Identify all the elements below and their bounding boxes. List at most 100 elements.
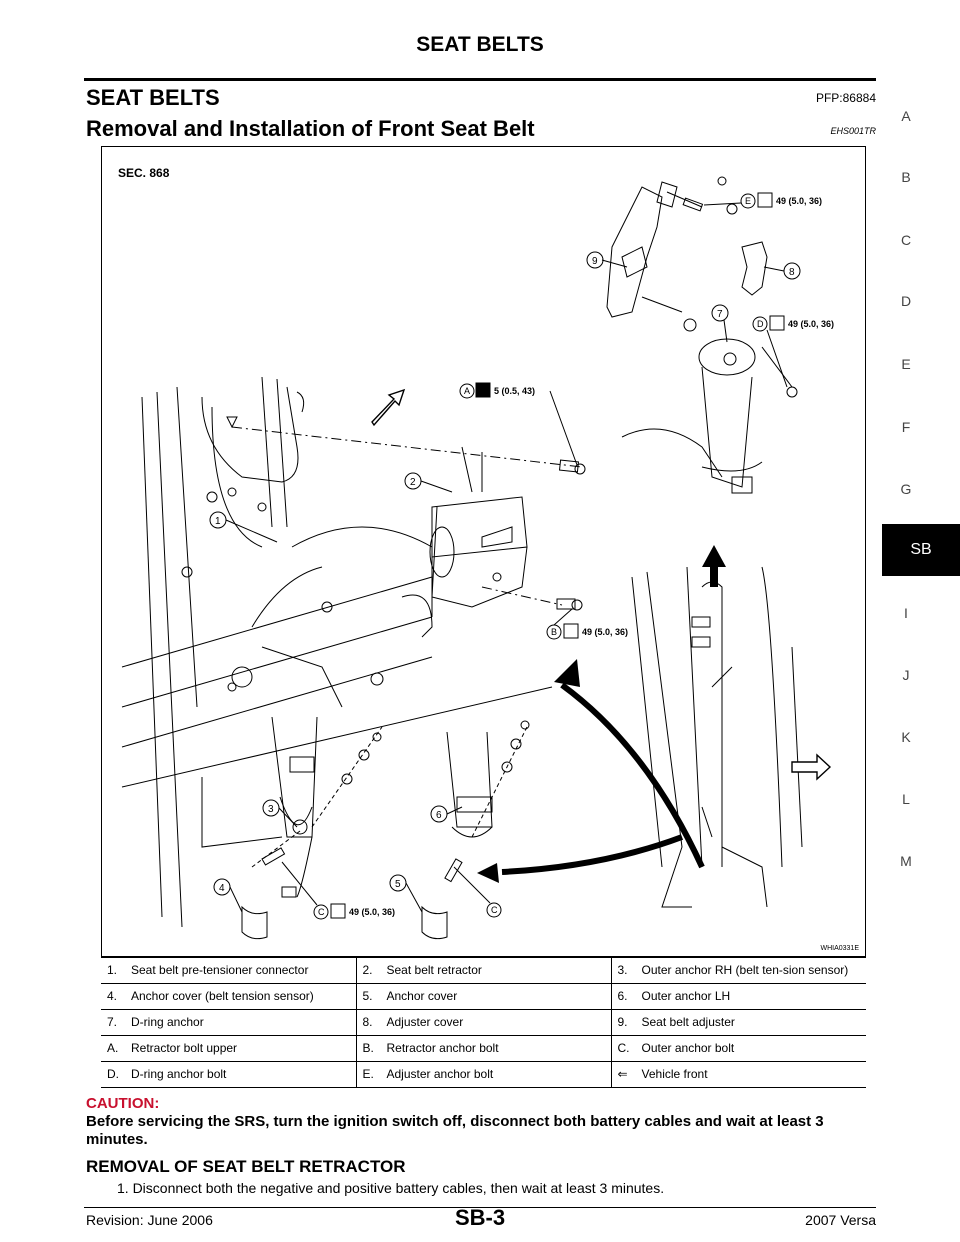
legend-row: D. D-ring anchor bolt E.Adjuster anchor bo… (101, 1061, 866, 1088)
side-index-letter[interactable]: J (902, 667, 910, 683)
side-index-letter[interactable]: D (900, 293, 912, 309)
legend-cell: E.Adjuster anchor bolt (355, 1061, 611, 1088)
seat-belt-adjuster-drawing (606, 176, 738, 332)
outer-anchor-lh-drawing (421, 720, 530, 940)
legend-cell: 1.Seat belt pre-tensioner connector (101, 957, 356, 984)
legend-cell: C.Outer anchor bolt (610, 1035, 866, 1062)
side-index-letter[interactable]: B (901, 169, 911, 185)
side-index-letter[interactable]: E (901, 356, 911, 372)
torque-spec: 5 (0.5, 43) (494, 386, 535, 396)
legend-cell: 5. Anchor cover (355, 983, 611, 1010)
side-index-letter[interactable]: C (900, 232, 912, 248)
procedure-title: REMOVAL OF SEAT BELT RETRACTOR (86, 1157, 406, 1176)
callout-letter: B (551, 627, 557, 637)
figure-image-code: WHIA0331E (820, 945, 859, 952)
adjuster-cover-drawing (741, 241, 768, 296)
legend-item-key: B. (362, 1041, 374, 1055)
legend-item-text: Retractor bolt upper (131, 1041, 238, 1055)
sec-label: SEC. 868 (118, 166, 170, 180)
legend-cell: 7. D-ring anchor (101, 1009, 356, 1036)
subsection-title: Removal and Installation of Front Seat B… (86, 116, 535, 141)
callout-letter: E (745, 196, 751, 206)
footer-model: 2007 Versa (805, 1212, 876, 1228)
d-ring-anchor-drawing (621, 338, 798, 494)
bolt-b-drawing (556, 598, 583, 611)
legend-row: 4.Anchor cover (belt tension sensor)5.An… (101, 983, 866, 1010)
side-index-letter[interactable]: G (900, 481, 912, 497)
legend-item-text: Seat belt adjuster (641, 1015, 735, 1029)
pointer-arrow (560, 682, 705, 869)
bolt-a-drawing (558, 459, 586, 475)
section-code: PFP:86884 (815, 91, 876, 105)
legend-cell: 9. Seat belt adjuster (610, 1009, 866, 1036)
side-index-letter[interactable]: M (900, 853, 912, 869)
legend-item-text: Adjuster anchor bolt (386, 1067, 494, 1081)
legend-item-key: 9. (617, 1015, 628, 1029)
side-index-letter[interactable]: L (902, 791, 910, 807)
side-index-active-tab[interactable]: SB (882, 524, 960, 576)
legend-item-text: Retractor anchor bolt (386, 1041, 499, 1055)
subsection-code: EHS001TR (830, 126, 876, 136)
legend-item-key: 2. (362, 963, 373, 977)
seat-belt-retractor-drawing (429, 446, 528, 608)
legend-row: 1.Seat belt pre-tensioner connector 2. Sea… (101, 957, 866, 984)
legend-item-key: 5. (362, 989, 373, 1003)
vehicle-front-arrow-icon (791, 753, 832, 781)
callout-number: 7 (717, 309, 723, 320)
side-index-letter[interactable]: F (901, 419, 911, 435)
legend-item-key: C. (617, 1041, 630, 1055)
legend-item-key: 7. (107, 1015, 118, 1029)
side-index-letter[interactable]: I (904, 605, 908, 621)
legend-item-text: Outer anchor LH (641, 989, 731, 1003)
legend-item-text: D-ring anchor bolt (131, 1067, 227, 1081)
legend-item-key: A. (107, 1041, 119, 1055)
callout-number: 5 (395, 879, 401, 890)
legend-cell: D. D-ring anchor bolt (101, 1061, 356, 1088)
procedure-step: 1. Disconnect both the negative and posi… (117, 1180, 665, 1196)
outer-anchor-rh-drawing (241, 716, 383, 940)
callout-letter: A (464, 386, 470, 396)
legend-item-key: 1. (107, 963, 118, 977)
legend-item-text: Seat belt retractor (386, 963, 482, 977)
footer-rule (84, 1207, 876, 1208)
legend-cell: A. Retractor bolt upper (101, 1035, 356, 1062)
side-index-letter[interactable]: K (901, 729, 911, 745)
legend-cell: 8. Adjuster cover (355, 1009, 611, 1036)
legend-item-text: Adjuster cover (386, 1015, 464, 1029)
callout-number: 2 (410, 477, 416, 488)
torque-spec: 49 (5.0, 36) (788, 319, 834, 329)
page-number: SB-3 (454, 1205, 506, 1230)
legend-item-text: Anchor cover (386, 989, 458, 1003)
pointer-arrow (501, 834, 684, 875)
torque-spec: 49 (5.0, 36) (582, 627, 628, 637)
parts-legend-table: 1.Seat belt pre-tensioner connector 2. Sea… (101, 957, 866, 1088)
legend-item-text: Outer anchor RH (belt ten-sion sensor) (641, 963, 849, 977)
diagram-drawing: SEC. 868 (118, 166, 834, 940)
callout-letter: D (757, 319, 764, 329)
section-title: SEAT BELTS (86, 85, 220, 110)
caution-label: CAUTION: (86, 1095, 160, 1112)
legend-item-key: 8. (362, 1015, 373, 1029)
callout-number: 4 (219, 883, 225, 894)
header-rule (84, 78, 876, 81)
legend-row: 7. D-ring anchor 8. Adjuster cover 9. Seat b… (101, 1009, 866, 1036)
callout-number: 6 (436, 810, 442, 821)
anchor-cover-drawing (421, 905, 448, 940)
body-pillar-drawing (121, 376, 553, 928)
caution-text: Before servicing the SRS, turn the ignit… (86, 1113, 824, 1148)
legend-row: A. Retractor bolt upper B. Retractor anchor… (101, 1035, 866, 1062)
anchor-cover-drawing (241, 905, 268, 940)
legend-item-key: ⇐ (617, 1067, 628, 1081)
callout-number: 8 (789, 267, 795, 278)
callout-number: 1 (215, 516, 221, 527)
callout-number: 3 (268, 804, 274, 815)
legend-cell: 2. Seat belt retractor (355, 957, 611, 984)
legend-item-key: D. (107, 1067, 119, 1081)
running-header-title: SEAT BELTS (416, 33, 544, 56)
legend-cell: 3.Outer anchor RH (belt ten-sion sensor) (610, 957, 866, 984)
legend-item-text: Vehicle front (641, 1067, 708, 1081)
callout-letter: C (318, 907, 325, 917)
callout-letter: C (491, 905, 498, 915)
legend-cell: 6.Outer anchor LH (610, 983, 866, 1010)
side-index-letter[interactable]: A (901, 108, 911, 124)
